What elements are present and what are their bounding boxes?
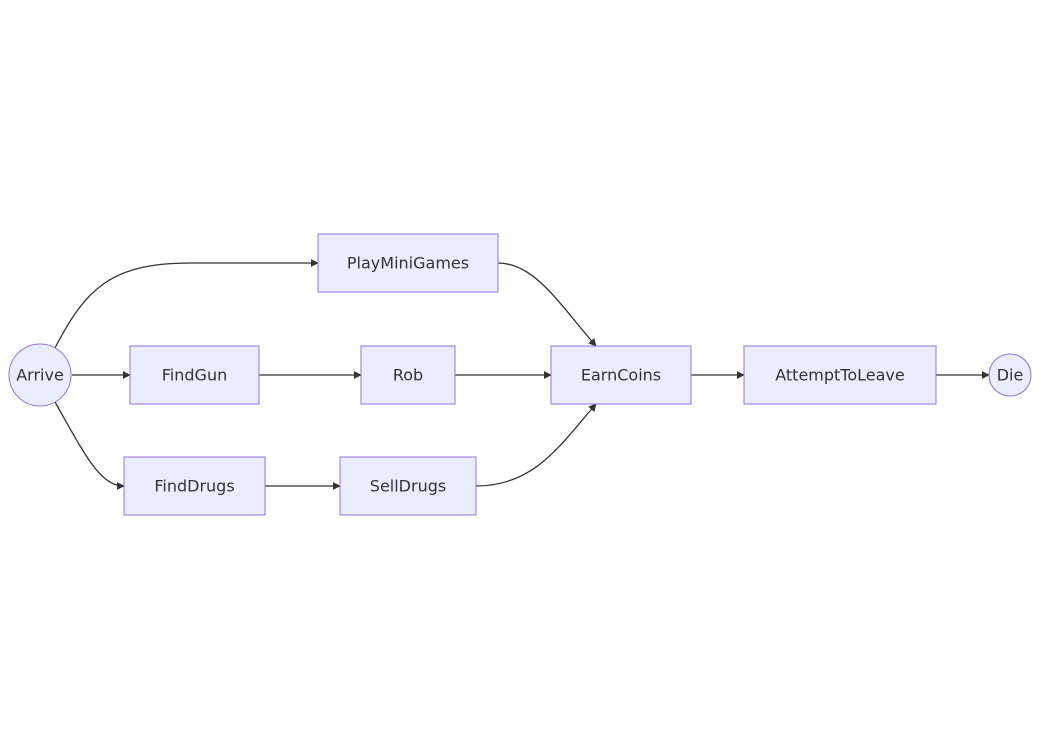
- node-selldrugs-label: SellDrugs: [370, 477, 446, 496]
- node-finddrugs-label: FindDrugs: [154, 477, 234, 496]
- edge-arrive-finddrugs: [54, 401, 125, 490]
- edges: [54, 259, 990, 490]
- node-arrive-label: Arrive: [16, 366, 64, 385]
- node-selldrugs[interactable]: SellDrugs: [339, 456, 477, 516]
- node-earncoins[interactable]: EarnCoins: [550, 345, 692, 405]
- node-die-label: Die: [997, 366, 1024, 385]
- node-attempttoleave-label: AttemptToLeave: [775, 366, 905, 385]
- node-rob-label: Rob: [393, 366, 423, 385]
- edge-selldrugs-earncoins: [475, 403, 597, 487]
- node-arrive[interactable]: Arrive: [8, 343, 72, 407]
- edge-arrive-playminigames: [54, 259, 319, 349]
- node-playminigames-label: PlayMiniGames: [347, 254, 469, 273]
- node-die[interactable]: Die: [988, 353, 1032, 397]
- edge-playminigames-earncoins: [497, 262, 597, 347]
- node-attempttoleave[interactable]: AttemptToLeave: [743, 345, 937, 405]
- node-findgun-label: FindGun: [162, 366, 227, 385]
- node-rob[interactable]: Rob: [360, 345, 456, 405]
- node-findgun[interactable]: FindGun: [129, 345, 260, 405]
- node-earncoins-label: EarnCoins: [581, 366, 661, 385]
- node-playminigames[interactable]: PlayMiniGames: [317, 233, 499, 293]
- node-finddrugs[interactable]: FindDrugs: [123, 456, 266, 516]
